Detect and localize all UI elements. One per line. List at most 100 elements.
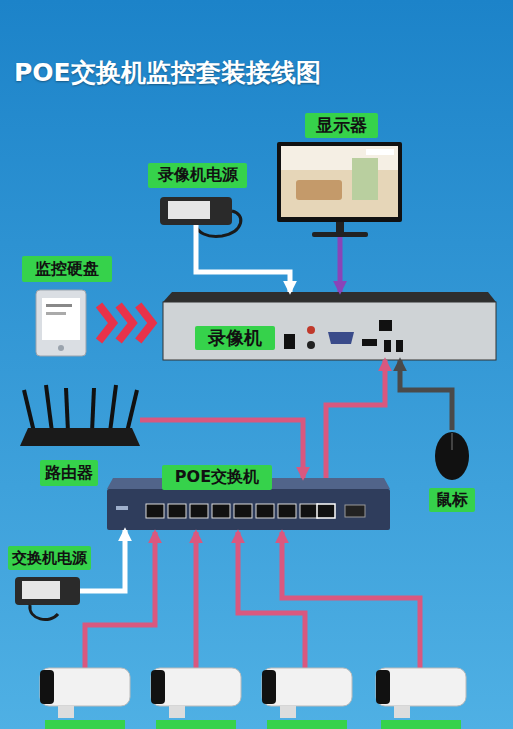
camera-lens	[151, 670, 165, 704]
camera-lens	[376, 670, 390, 704]
device-label: 监控硬盘	[22, 256, 112, 282]
adapter-cable	[196, 211, 241, 236]
adapter-sticker	[168, 201, 210, 219]
camera-mount	[169, 706, 185, 718]
diagram-title: POE交换机监控套装接线图	[14, 56, 321, 89]
switch-led	[116, 506, 128, 510]
camera-wire	[282, 532, 420, 668]
uplink-port	[317, 504, 335, 518]
network-port	[379, 320, 392, 331]
vga-port	[328, 332, 354, 344]
device-label: 录像机电源	[148, 163, 247, 188]
switch-adapter-illustration	[15, 577, 80, 620]
sfp-port	[345, 505, 365, 517]
antenna	[92, 388, 94, 432]
usb-cable	[400, 360, 452, 430]
camera-body	[40, 668, 130, 706]
monitor-base	[312, 232, 368, 237]
device-label: 交换机电源	[8, 546, 91, 570]
camera-lens	[40, 670, 54, 704]
camera-lens	[262, 670, 276, 704]
adapter-body	[160, 197, 232, 225]
adapter-sticker	[22, 581, 60, 599]
hdd-sticker	[42, 298, 80, 340]
mouse-node: 鼠标	[433, 430, 471, 480]
poe-port	[278, 504, 296, 518]
mouse-illustration	[435, 432, 469, 480]
camera-tag	[156, 720, 236, 729]
screen-sofa	[296, 180, 342, 200]
monitor-neck	[336, 222, 344, 233]
antenna	[127, 390, 137, 432]
audio-port	[307, 341, 315, 349]
poe-port	[234, 504, 252, 518]
poe-port	[190, 504, 208, 518]
monitor-screen	[281, 146, 398, 217]
audio-port	[307, 326, 315, 334]
nvr-illustration	[163, 292, 496, 360]
adapter-cable	[30, 605, 58, 620]
camera-mount	[394, 706, 410, 718]
screen-plant	[352, 158, 378, 200]
camera-wire	[194, 532, 199, 668]
camera-illustrations	[40, 668, 466, 729]
device-label: POE交换机	[162, 465, 272, 490]
nvr-adapter-illustration	[160, 197, 241, 236]
vga-cable	[338, 237, 343, 292]
router-body	[20, 428, 140, 446]
nvr-front	[163, 302, 496, 360]
monitor-illustration	[277, 142, 402, 237]
screen-wall	[281, 146, 398, 170]
screen-logo	[366, 149, 394, 155]
camera-body	[262, 668, 352, 706]
nvr-node: 录像机	[163, 292, 496, 360]
power-port	[284, 334, 295, 349]
hdd-sticker-line	[46, 304, 72, 307]
camera-mount	[58, 706, 74, 718]
switch-power-node: 交换机电源	[15, 576, 80, 606]
camera-wires	[85, 532, 420, 668]
network-cable	[140, 420, 303, 478]
device-label: 路由器	[40, 460, 98, 486]
camera-wire	[85, 532, 155, 668]
usb-port	[384, 340, 391, 352]
antenna	[24, 390, 34, 432]
install-chevrons	[99, 305, 152, 341]
power-cable	[80, 530, 125, 591]
hdmi-port	[362, 339, 377, 346]
hdd-screw	[58, 345, 64, 351]
poe-port	[300, 504, 318, 518]
poe-port	[168, 504, 186, 518]
nvr-power-node: 录像机电源	[160, 195, 232, 225]
hdd-node: 监控硬盘	[36, 290, 86, 356]
switch-front	[107, 489, 390, 530]
monitor-frame	[277, 142, 402, 222]
hdd-illustration	[36, 290, 86, 356]
device-label: 鼠标	[429, 488, 475, 512]
camera-tag	[45, 720, 125, 729]
antenna	[46, 385, 52, 432]
camera-tag	[381, 720, 461, 729]
mouse-button-split	[451, 433, 453, 450]
hdd-body	[36, 290, 86, 356]
router-illustration	[20, 385, 140, 446]
camera-mount	[280, 706, 296, 718]
camera-body	[151, 668, 241, 706]
poe-port	[146, 504, 164, 518]
device-label: 显示器	[305, 113, 378, 138]
network-cable	[326, 360, 385, 478]
antenna	[110, 385, 116, 432]
router-node: 路由器	[20, 385, 140, 450]
nvr-top	[163, 292, 496, 302]
poe-port	[212, 504, 230, 518]
hdd-sticker-line	[46, 312, 66, 315]
device-label: 录像机	[195, 326, 275, 350]
monitor-node: 显示器	[277, 142, 402, 237]
antenna	[66, 388, 68, 432]
power-cable	[196, 225, 290, 292]
